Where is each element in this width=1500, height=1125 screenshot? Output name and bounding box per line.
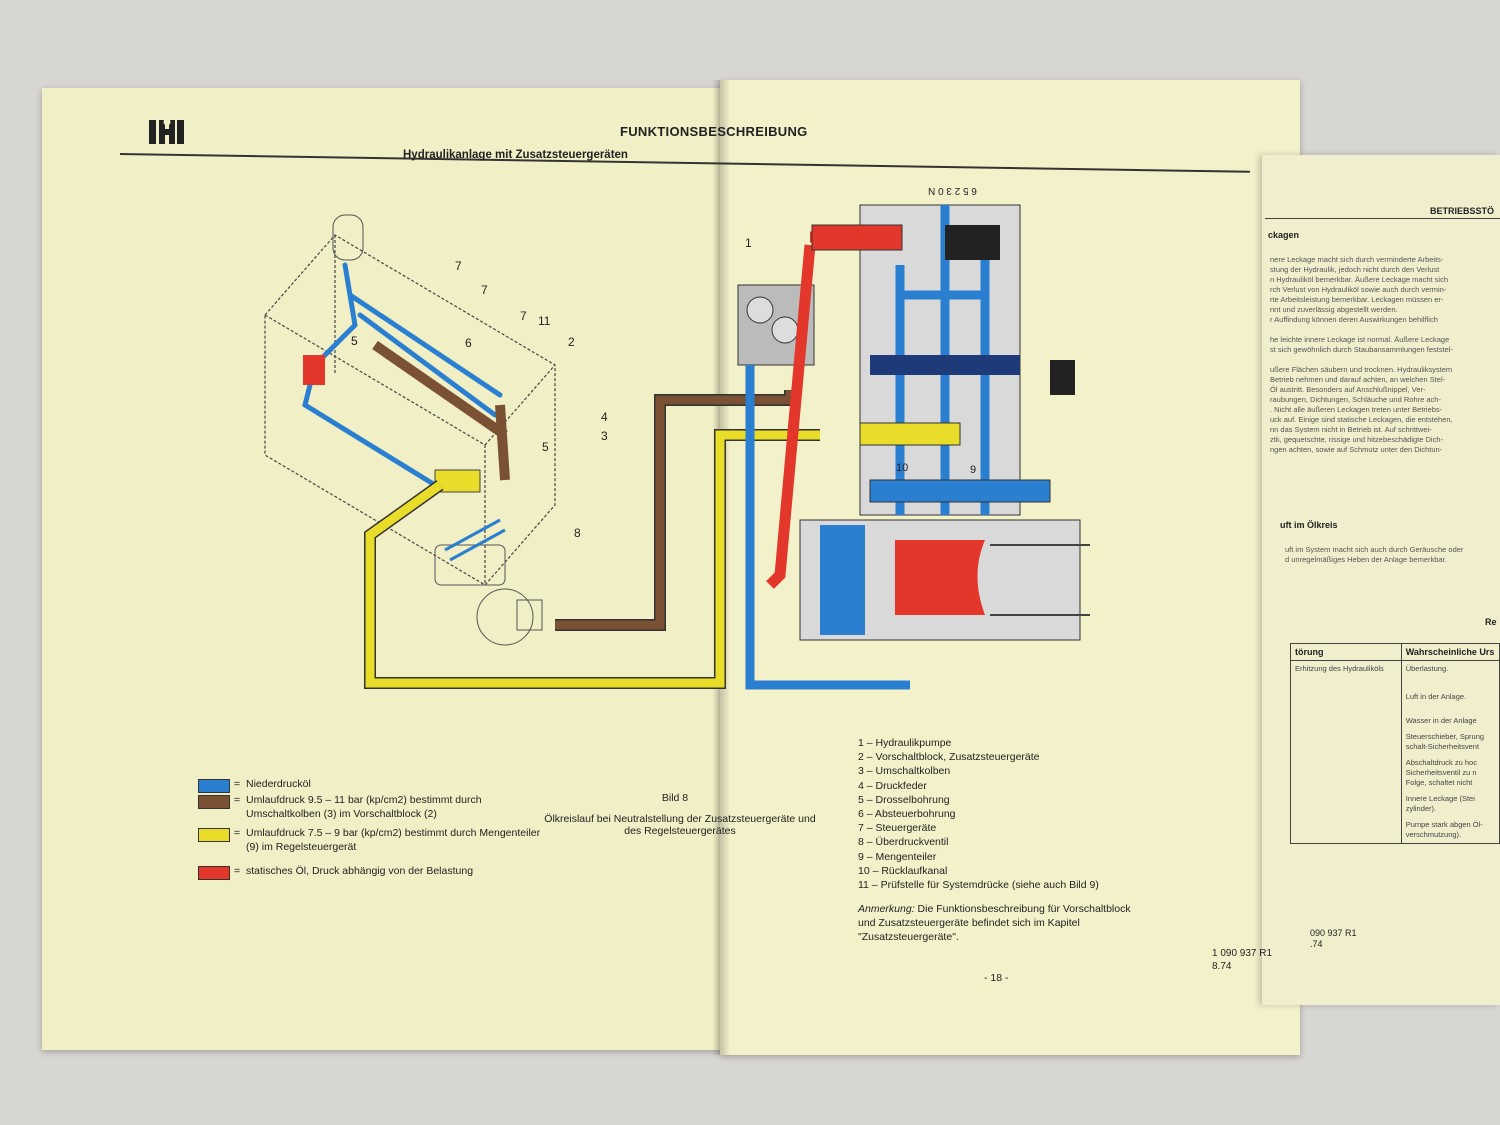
text-line: ztk, gequetschte, rissige und hitzebesch… — [1270, 435, 1444, 444]
callout-7c: 7 — [520, 309, 527, 323]
callout-7a: 7 — [455, 259, 462, 273]
note-label: Anmerkung: — [858, 903, 915, 915]
left-page — [42, 88, 722, 1050]
callout-4: 4 — [601, 410, 608, 424]
text-line: Betrieb nehmen und darauf achten, an wel… — [1270, 375, 1446, 384]
list-item: 6 – Absteuerbohrung — [858, 808, 956, 821]
text-line: st sich gewöhnlich durch Staubansammlung… — [1270, 345, 1454, 354]
text-line: n Hydrauliköl bemerkbar. Äußere Leckage … — [1270, 275, 1449, 284]
next-page-doc-id: 090 937 R1 .74 — [1310, 928, 1357, 949]
text-line: raubungen, Dichtungen, Schläuche und Roh… — [1270, 395, 1441, 404]
callout-5a: 5 — [351, 334, 358, 348]
note-text: Die Funktionsbeschreibung für Vorschaltb… — [858, 903, 1131, 943]
list-item: 8 – Überdruckventil — [858, 836, 949, 849]
valve-block-diagram — [264, 214, 556, 646]
list-item: 4 – Druckfeder — [858, 779, 927, 792]
table-header-col2: Wahrscheinliche Urs — [1400, 643, 1500, 661]
text-line: nnt und zuverlässig abgestellt werden. — [1270, 305, 1398, 314]
note: Anmerkung: Die Funktionsbeschreibung für… — [858, 902, 1138, 944]
text-line: d unregelmäßiges Heben der Anlage bemerk… — [1285, 555, 1447, 564]
list-item: 7 – Steuergeräte — [858, 822, 937, 835]
text-line: ngen achten, sowie auf Schmutz unter den… — [1270, 445, 1443, 454]
ih-logo — [149, 118, 184, 144]
text-line: rte Arbeitsleistung bemerkbar. Leckagen … — [1270, 295, 1444, 304]
callout-1: 1 — [745, 236, 752, 250]
table-label: Re — [1485, 617, 1497, 627]
list-item: 2 – Vorschaltblock, Zusatzsteuergeräte — [858, 751, 1040, 764]
text-line: r Auffindung können deren Auswirkungen b… — [1270, 315, 1438, 324]
table-cell-symptom: Erhitzung des Hydrauliköls — [1290, 660, 1402, 844]
text-line: rch Verlust von Hydrauliköl sowie auch d… — [1270, 285, 1447, 294]
text-line — [1270, 355, 1500, 365]
text-line: Öl austritt. Besonders auf Anschlußnippe… — [1270, 385, 1426, 394]
callout-11: 11 — [538, 314, 551, 328]
callout-9: 9 — [970, 464, 977, 476]
figure-label: Bild 8 — [661, 792, 689, 804]
list-item: 1 – Hydraulikpumpe — [858, 737, 952, 749]
callout-3: 3 — [601, 429, 608, 443]
callout-2: 2 — [568, 335, 575, 349]
legend-swatch-red — [198, 866, 230, 880]
callout-5b: 5 — [542, 440, 549, 454]
table-cell-causes: Überlastung. Luft in der Anlage. Wasser … — [1400, 660, 1500, 844]
callout-7b: 7 — [481, 283, 488, 297]
next-page-section2-body: uft im System macht sich auch durch Gerä… — [1285, 545, 1500, 565]
document-id: 1 090 937 R1 8.74 — [1212, 948, 1273, 972]
list-item: 5 – Drosselbohrung — [858, 793, 950, 806]
next-page-header: BETRIEBSSTÖ — [1430, 206, 1495, 216]
next-page-section2: uft im Ölkreis — [1280, 520, 1338, 530]
text-line: nn das System nicht in Betrieb ist. Auf … — [1270, 425, 1432, 434]
text-line: stung der Hydraulik, jedoch nicht durch … — [1270, 265, 1440, 274]
text-line: he leichte innere Leckage ist normal. Äu… — [1270, 335, 1450, 344]
legend-swatch-yellow — [198, 828, 230, 842]
control-valve-cutaway — [737, 204, 1090, 690]
next-page-section1-body: nere Leckage macht sich durch vermindert… — [1270, 255, 1500, 455]
figure-caption: Ölkreislauf bei Neutralstellung der Zusa… — [544, 813, 816, 837]
diagram-title: Hydraulikanlage mit Zusatzsteuergeräten — [403, 149, 628, 161]
legend-swatch-brown — [198, 795, 230, 809]
table-header-col1: törung — [1290, 643, 1402, 661]
text-line: nere Leckage macht sich durch vermindert… — [1270, 255, 1444, 264]
list-item: 3 – Umschaltkolben — [858, 765, 951, 778]
text-line: ußere Flächen säubern und trocknen. Hydr… — [1270, 365, 1453, 374]
text-line — [1270, 325, 1500, 335]
header-title: FUNKTIONSBESCHREIBUNG — [620, 124, 808, 139]
list-item: 11 – Prüfstelle für Systemdrücke (siehe … — [858, 879, 1099, 892]
text-line: uck auf. Einige sind statische Leckagen,… — [1270, 415, 1453, 424]
text-line: uft im System macht sich auch durch Gerä… — [1285, 545, 1464, 554]
callout-6: 6 — [465, 336, 472, 350]
list-item: 10 – Rücklaufkanal — [858, 864, 948, 877]
list-item: 9 – Mengenteiler — [858, 850, 937, 863]
text-line: . Nicht alle äußeren Leckagen treten unt… — [1270, 405, 1443, 414]
callout-10: 10 — [896, 462, 909, 474]
next-page — [1262, 155, 1500, 1005]
next-page-section1: ckagen — [1268, 230, 1300, 240]
legend-swatch-blue — [198, 779, 230, 793]
troubleshooting-table: törung Wahrscheinliche Urs Erhitzung des… — [1290, 643, 1500, 844]
parts-list: 1 – Hydraulikpumpe 2 – Vorschaltblock, Z… — [858, 736, 1099, 892]
callout-8: 8 — [574, 526, 581, 540]
page-number: - 18 - — [984, 972, 1009, 984]
next-page-rule — [1265, 218, 1500, 219]
